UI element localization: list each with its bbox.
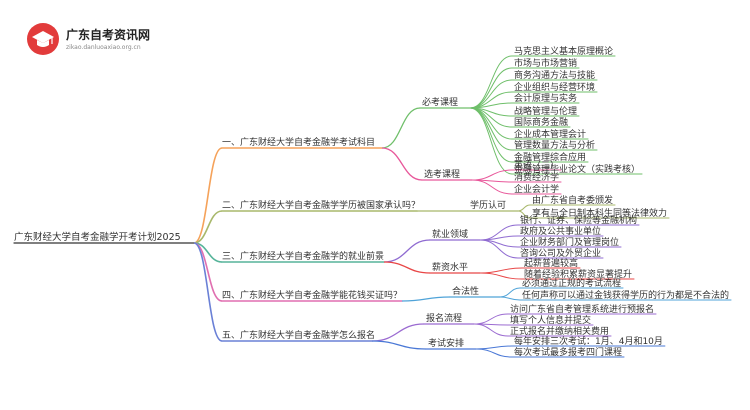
subtopic-link-1-1 bbox=[381, 107, 421, 149]
leaf-3-1-3: 企业财务部门及管理岗位 bbox=[520, 236, 619, 248]
subtopic-5-1: 报名流程 bbox=[426, 312, 462, 324]
subtopic-3-1: 就业领域 bbox=[432, 228, 468, 240]
leaf-1-1-7: 国际商务金融 bbox=[514, 116, 568, 128]
leaf-link-1-1-9 bbox=[469, 107, 513, 151]
leaf-1-2-2: 消费经济学 bbox=[514, 171, 559, 183]
leaf-link-2-1-2 bbox=[517, 210, 531, 219]
leaf-5-2-1: 每年安排三次考试：1月、4月和10月 bbox=[514, 335, 663, 347]
branch-topic-5: 五、广东财经大学自考金融学怎么报名 bbox=[222, 329, 375, 341]
leaf-2-1-1: 由广东省自考委颁发 bbox=[532, 194, 613, 206]
leaf-2-1-2: 享有与全日制本科生同等法律效力 bbox=[532, 207, 667, 219]
leaf-4-1-1: 必须通过正规的考试流程 bbox=[522, 277, 621, 289]
branch-topic-1: 一、广东财经大学自考金融学考试科目 bbox=[222, 136, 375, 148]
subtopic-5-2: 考试安排 bbox=[428, 337, 464, 349]
leaf-1-1-2: 市场与市场营销 bbox=[514, 57, 577, 69]
leaf-3-1-4: 咨询公司及外贸企业 bbox=[520, 247, 601, 259]
leaf-link-5-2-2 bbox=[475, 348, 513, 358]
site-domain: zikao.danluoaxiao.org.cn bbox=[66, 44, 141, 51]
subtopic-1-1: 必考课程 bbox=[422, 96, 458, 108]
leaf-1-1-3: 商务沟通方法与技能 bbox=[514, 69, 595, 81]
subtopic-link-3-2 bbox=[383, 261, 431, 274]
mind-map-nodes: 广东财经大学自考金融学开考计划2025 一、广东财经大学自考金融学考试科目 必考课程… bbox=[14, 45, 729, 358]
leaf-link-5-2-1 bbox=[475, 345, 513, 350]
leaf-link-5-1-1 bbox=[473, 313, 509, 325]
leaf-link-1-1-2 bbox=[469, 67, 513, 109]
leaf-link-4-1-2 bbox=[499, 296, 521, 301]
leaf-5-2-2: 每次考试最多报考四门课程 bbox=[514, 346, 622, 358]
subtopic-link-1-2 bbox=[381, 147, 423, 181]
leaf-link-3-2-1 bbox=[479, 267, 523, 274]
leaf-1-1-5: 会计原理与实务 bbox=[514, 92, 577, 104]
subtopic-1-2: 选考课程 bbox=[424, 168, 460, 180]
branch-link-2 bbox=[193, 210, 223, 244]
leaf-3-2-1: 起薪普遍较高 bbox=[524, 257, 578, 269]
leaf-link-3-1-2 bbox=[479, 235, 519, 241]
subtopic-link-4-1 bbox=[401, 296, 451, 302]
subtopic-3-2: 薪资水平 bbox=[432, 261, 468, 273]
leaf-3-1-2: 政府及公共事业单位 bbox=[520, 225, 601, 237]
subtopic-link-5-1 bbox=[371, 323, 425, 342]
leaf-link-4-1-1 bbox=[499, 287, 521, 298]
subtopic-2-1: 学历认可 bbox=[470, 199, 506, 211]
site-logo[interactable]: 广东自考资讯网 zikao.danluoaxiao.org.cn bbox=[26, 22, 166, 56]
leaf-1-1-8: 企业成本管理会计 bbox=[514, 128, 586, 140]
mind-map-links bbox=[13, 55, 732, 358]
branch-topic-3: 三、广东财经大学自考金融学的就业前景 bbox=[222, 250, 384, 262]
leaf-5-1-2: 填写个人信息并提交 bbox=[510, 314, 591, 326]
leaf-1-2-1: 英语（二） bbox=[514, 159, 559, 171]
leaf-1-2-3: 企业会计学 bbox=[514, 183, 559, 195]
subtopic-link-5-2 bbox=[371, 340, 427, 350]
leaf-1-1-10: 金融管理综合应用 bbox=[514, 151, 586, 163]
leaf-link-3-1-4 bbox=[479, 239, 519, 259]
subtopic-4-1: 合法性 bbox=[452, 285, 479, 297]
leaf-4-1-2: 任何声称可以通过金钱获得学历的行为都是不合法的 bbox=[522, 289, 729, 301]
branch-topic-4: 四、广东财经大学自考金融学能花钱买证吗？ bbox=[222, 289, 402, 301]
leaf-1-1-1: 马克思主义基本原理概论 bbox=[514, 45, 613, 57]
branch-link-5 bbox=[193, 242, 223, 342]
branch-link-1 bbox=[193, 147, 223, 244]
leaf-link-1-1-3 bbox=[469, 79, 513, 109]
root-topic: 广东财经大学自考金融学开考计划2025 bbox=[14, 231, 181, 243]
leaf-3-1-1: 银行、证券、保险等金融机构 bbox=[520, 214, 637, 226]
leaf-3-2-2: 随着经验积累薪资显著提升 bbox=[524, 268, 632, 280]
leaf-1-1-11: 金融管理毕业论文（实践考核） bbox=[514, 163, 640, 175]
site-title: 广东自考资讯网 bbox=[66, 28, 151, 42]
leaf-1-1-4: 企业组织与经营环境 bbox=[514, 81, 595, 93]
leaf-link-5-1-3 bbox=[473, 323, 509, 337]
subtopic-link-3-1 bbox=[383, 239, 431, 263]
leaf-link-2-1-1 bbox=[517, 204, 531, 212]
graduation-cap-icon bbox=[27, 23, 59, 55]
leaf-link-1-2-3 bbox=[471, 179, 513, 195]
leaf-5-1-1: 访问广东省自考管理系统进行预报名 bbox=[510, 303, 654, 315]
leaf-1-1-6: 战略管理与伦理 bbox=[514, 105, 577, 117]
leaf-1-1-9: 管理数量方法与分析 bbox=[514, 139, 595, 151]
leaf-5-1-3: 正式报名并缴纳相关费用 bbox=[510, 325, 609, 337]
leaf-link-3-2-2 bbox=[479, 272, 523, 280]
leaf-link-1-1-11 bbox=[469, 107, 513, 175]
branch-topic-2: 二、广东财经大学自考金融学学历被国家承认吗？ bbox=[222, 199, 420, 211]
